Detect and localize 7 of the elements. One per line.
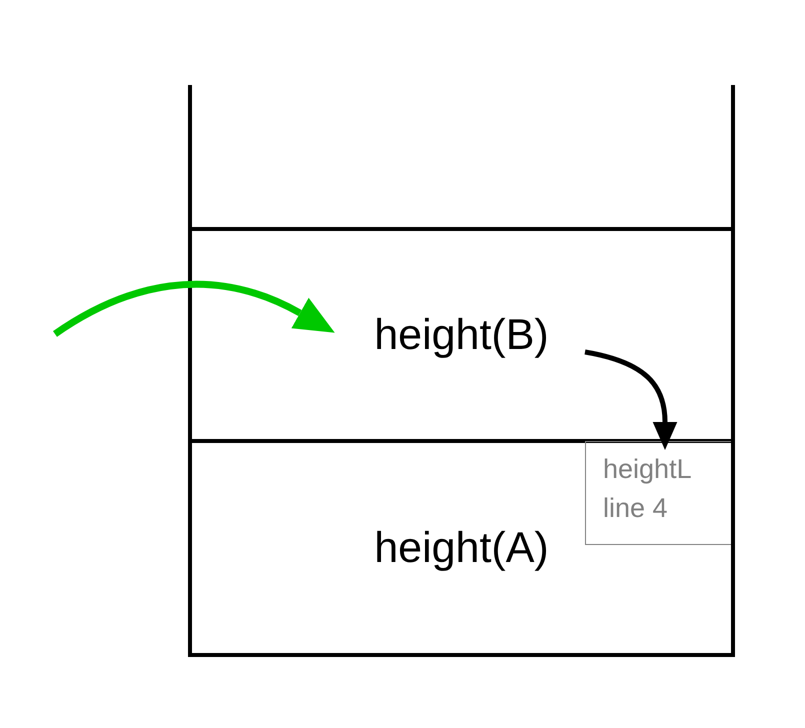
frame-label: height(A) bbox=[374, 524, 549, 572]
frame-label: height(B) bbox=[374, 310, 549, 360]
stack-frame bbox=[188, 439, 735, 657]
arrow bbox=[53, 280, 336, 337]
variable-label: heightL line 4 bbox=[603, 453, 692, 525]
arrow bbox=[584, 350, 678, 450]
variable-box bbox=[585, 441, 731, 545]
